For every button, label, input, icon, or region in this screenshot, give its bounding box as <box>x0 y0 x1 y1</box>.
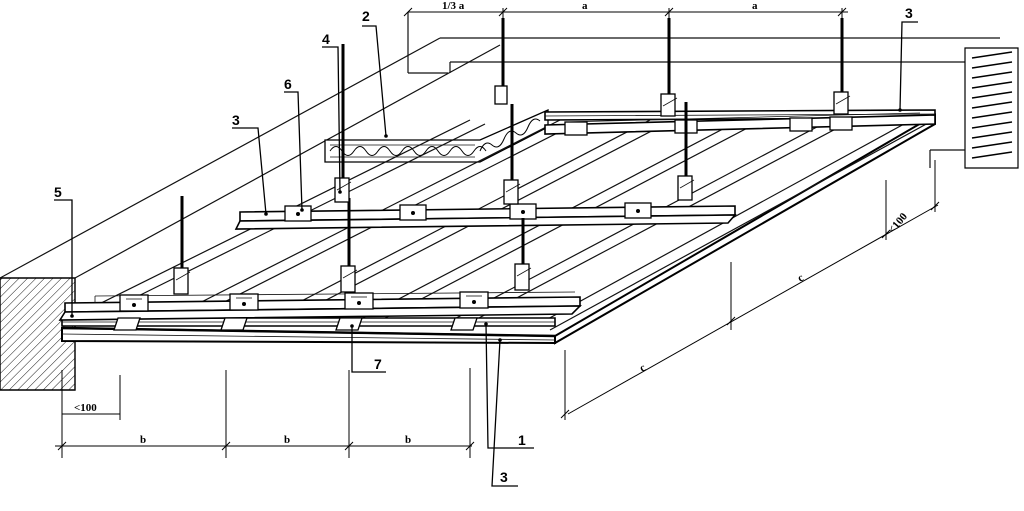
hangers <box>173 18 851 295</box>
bottom-dimension-line <box>55 368 475 458</box>
crossing-connector <box>789 117 813 132</box>
callout-3-left: 3 <box>232 112 240 128</box>
profile-clip <box>113 317 141 331</box>
crossing-connector <box>119 294 149 312</box>
hanger <box>833 18 851 115</box>
callout-5: 5 <box>54 184 62 200</box>
crossing-connector <box>229 293 259 311</box>
crossing-connector <box>624 202 652 219</box>
callout-3-top-right: 3 <box>905 5 913 21</box>
profile-clip <box>335 317 363 331</box>
crossing-connector <box>829 116 853 131</box>
callout-4: 4 <box>322 31 330 47</box>
bearing-profile-middle <box>234 205 737 230</box>
callout-leaders <box>54 21 918 487</box>
crossing-connectors <box>113 116 853 331</box>
hanger <box>334 44 352 203</box>
hanger <box>503 104 521 205</box>
hanger <box>340 198 358 293</box>
dim-label-right-2: c <box>796 272 806 285</box>
dim-label-right-1: c <box>638 362 648 375</box>
dim-label-top-2: a <box>582 0 588 12</box>
callout-2: 2 <box>362 8 370 24</box>
guide-profile-front <box>61 317 556 327</box>
crossing-connector <box>344 292 374 310</box>
crossing-connector <box>284 205 312 222</box>
dim-label-bottom-1: b <box>140 434 146 446</box>
crossing-connector <box>459 291 489 309</box>
profile-clip <box>450 317 478 331</box>
crossing-connector <box>399 204 427 221</box>
crossing-connector <box>509 203 537 220</box>
hanger <box>677 102 695 201</box>
hanger <box>660 18 678 117</box>
dim-label-top-1: 1/3 a <box>442 0 465 12</box>
hanger <box>514 218 532 291</box>
dim-label-top-3: a <box>752 0 758 12</box>
right-dimension-line <box>560 160 940 420</box>
right-wall <box>929 47 1019 169</box>
dim-label-bottom-3: b <box>405 434 411 446</box>
bearing-profile-front <box>58 291 582 321</box>
callout-3-bottom: 3 <box>500 469 508 485</box>
callout-6: 6 <box>284 76 292 92</box>
hanger <box>173 196 191 295</box>
top-dimension-line <box>403 7 848 22</box>
dim-label-edge-bottom: <100 <box>74 402 97 414</box>
dim-label-bottom-2: b <box>284 434 290 446</box>
callout-7: 7 <box>374 356 382 372</box>
callout-1: 1 <box>518 432 526 448</box>
crossing-connector <box>564 121 588 136</box>
profile-clip <box>220 317 248 331</box>
hanger <box>494 18 508 105</box>
